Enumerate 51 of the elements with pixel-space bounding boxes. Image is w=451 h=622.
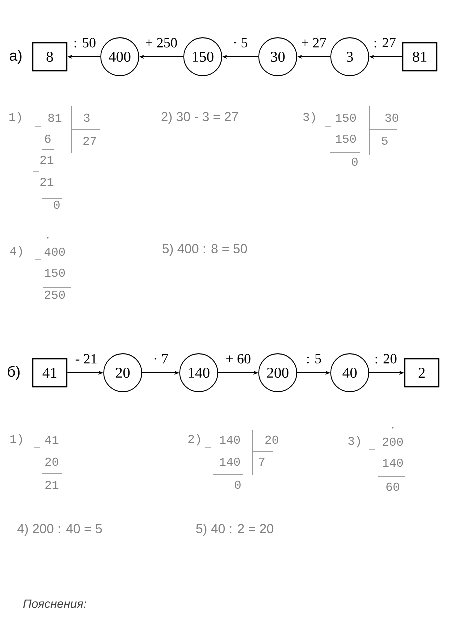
number-box: 2: [404, 358, 440, 388]
label-text: 3: [84, 114, 90, 122]
label-text: 0: [235, 480, 241, 490]
edge-label: + 27: [300, 37, 328, 49]
label-text: 3): [348, 436, 360, 448]
edge-label: : 50: [72, 37, 98, 49]
label-text: 150: [45, 268, 66, 278]
label-text: 41: [45, 436, 59, 444]
label-text: 4): [10, 246, 22, 258]
label-text: 21: [40, 156, 54, 164]
label-text: 60: [386, 482, 400, 492]
label-text: 150: [336, 114, 356, 122]
label-text: 5: [382, 137, 388, 145]
label-text: 0: [54, 200, 60, 210]
label-text: 81: [48, 114, 62, 122]
edge-label: : 27: [372, 37, 398, 49]
label-text: 20: [46, 458, 58, 466]
label-text: 4) 200 : 40 = 5: [18, 524, 102, 536]
label-text: 21: [46, 481, 59, 490]
number-box: 8: [32, 42, 68, 72]
label-text: 30: [386, 114, 398, 122]
label-text: 140: [220, 458, 240, 466]
edge-label: · 7: [152, 353, 170, 365]
edge-label: : 5: [305, 353, 323, 365]
label-text: 7: [259, 458, 265, 466]
label-text: 27: [84, 137, 96, 146]
label-text: 5) 40 : 2 = 20: [196, 524, 274, 536]
label-text: 5) 400 : 8 = 50: [162, 244, 248, 256]
edge-label: - 21: [74, 353, 99, 365]
label-text: 1): [10, 434, 22, 446]
label-text: 0: [352, 158, 358, 166]
edge-label: : 20: [374, 353, 398, 365]
label-text: Пояснения:: [23, 600, 86, 608]
label-text: 200: [383, 438, 404, 446]
label-text: 6: [45, 134, 51, 144]
number-box: 81: [402, 42, 438, 72]
label-text: 20: [266, 436, 278, 444]
label-text: 400: [44, 248, 66, 256]
label-text: 150: [336, 134, 356, 144]
label-text: 21: [40, 178, 54, 186]
number-box: 41: [32, 358, 68, 388]
edge-label: · 5: [232, 37, 250, 49]
label-text: 140: [383, 458, 404, 468]
edge-label: + 250: [144, 37, 179, 49]
edge-label: + 60: [224, 353, 252, 365]
label-text: 2) 30 - 3 = 27: [162, 112, 238, 124]
label-text: 1): [10, 112, 22, 124]
label-text: 2): [188, 434, 200, 446]
label-text: 140: [220, 436, 240, 444]
label-text: 250: [45, 290, 66, 300]
label-text: 3): [304, 112, 316, 124]
